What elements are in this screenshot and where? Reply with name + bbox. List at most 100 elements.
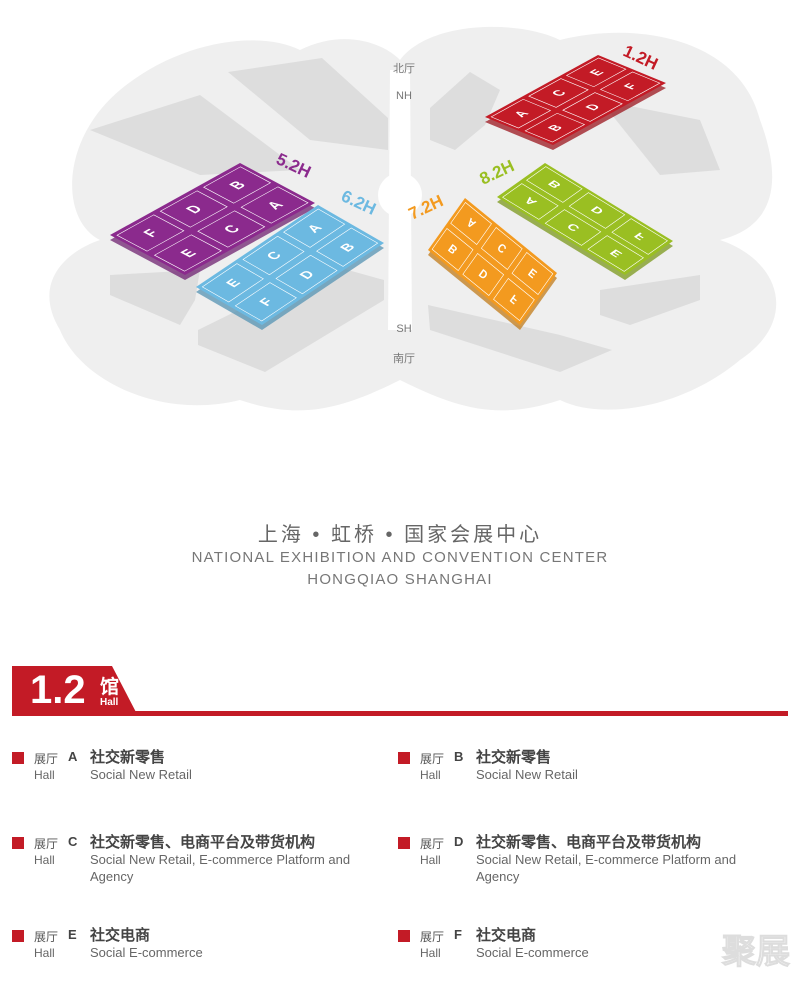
legend-item: 展厅 Hall C 社交新零售、电商平台及带货机构 Social New Ret… [12,833,382,893]
zone-category-en: Social New Retail, E-commerce Platform a… [476,852,737,884]
hall-cell[interactable] [529,79,588,108]
hall-header: 1.2 馆 Hall [12,666,788,716]
hall-floor [497,163,674,276]
hall-cell[interactable] [525,113,584,142]
hall-cell[interactable] [284,209,345,247]
hall-cell[interactable] [567,58,626,87]
legend-item: 展厅 Hall B 社交新零售 Social New Retail [398,748,768,808]
legend-item: 展厅 Hall E 社交电商 Social E-commerce [12,926,382,985]
hall-cell[interactable] [569,193,624,229]
hall-cell[interactable] [512,252,553,294]
cell-letter: D [582,102,603,112]
zone-label-en: Hall [34,853,55,867]
zone-letter: A [68,749,78,764]
zone-letter: B [454,749,464,764]
legend-item: 展厅 Hall A 社交新零售 Social New Retail [12,748,382,808]
zone-category-cn: 社交电商 [90,927,151,944]
zone-letter: D [454,834,464,849]
hall-cell[interactable] [235,283,296,321]
hall-cell[interactable] [204,167,271,203]
venue-name-en: NATIONAL EXHIBITION AND CONVENTION CENTE… [191,549,609,566]
hall-floor [428,197,557,325]
cell-letter: E [586,68,607,77]
cell-letter: B [545,123,566,133]
hall-number: 1.2 [30,668,86,712]
zone-category-en: Social New Retail [90,767,192,782]
hall-cell[interactable] [527,167,582,203]
cell-letter: F [621,82,641,91]
hall-cell[interactable] [491,99,550,128]
bullet-square [398,930,410,942]
zone-category-en: Social E-commerce [90,945,203,960]
hall-cell[interactable] [155,235,222,271]
hall-divider [112,711,788,716]
zone-label-cn: 展厅 [34,837,59,851]
hall-floor [196,204,384,325]
hall-cell[interactable] [563,93,622,122]
zone-letter: E [68,927,77,942]
hall-cell[interactable] [503,184,558,220]
zone-label-cn: 展厅 [420,930,445,944]
zone-label-en: Hall [420,853,441,867]
zone-letter: F [454,927,462,942]
north-hall-cn: 北厅 [393,62,415,75]
hall-cell[interactable] [117,215,184,251]
cell-letter: A [511,109,532,119]
zone-label-cn: 展厅 [420,752,445,766]
bullet-square [398,752,410,764]
zone-category-cn: 社交新零售 [476,749,552,766]
hall-cell[interactable] [432,228,473,270]
south-hall-cn: 南厅 [393,352,415,365]
hall-floor [485,55,667,146]
hall-cell[interactable] [241,187,308,223]
bullet-square [12,752,24,764]
zone-category-cn: 社交电商 [476,927,537,944]
south-hall-en: SH [396,323,411,335]
hall-floor [110,162,316,276]
hall-cell[interactable] [481,227,522,269]
hall-cell[interactable] [545,210,600,246]
bullet-square [12,837,24,849]
zone-letter: C [68,834,78,849]
bullet-square [12,930,24,942]
venue-map: 北厅 NH SH 南厅 ABCDEF1.2HFEDCBA5.2HEFCDAB6.… [49,26,777,411]
hall-cell[interactable] [463,253,504,295]
hall-cell[interactable] [243,236,304,274]
hall-cell[interactable] [198,211,265,247]
zone-category-en: Social E-commerce [476,945,589,960]
zone-label-cn: 展厅 [34,930,59,944]
hall-en: Hall [100,697,119,708]
hall-cell[interactable] [588,236,643,272]
zone-category-cn: 社交新零售、电商平台及带货机构 [476,834,702,851]
hall-cell[interactable] [317,228,378,266]
zone-label-cn: 展厅 [34,752,59,766]
zone-label-en: Hall [420,768,441,782]
legend-item: 展厅 Hall F 社交电商 Social E-commerce [398,926,768,985]
bullet-square [398,837,410,849]
cell-letter: C [548,88,569,98]
hall-cell[interactable] [612,219,667,255]
zone-label-en: Hall [34,946,55,960]
zone-category-cn: 社交新零售 [90,749,166,766]
hall-cn: 馆 [100,677,120,698]
zone-category-en: Social New Retail [476,767,578,782]
cell-letter: F [631,231,649,243]
hall-cell[interactable] [276,255,337,293]
hall-cell[interactable] [160,191,227,227]
hall-cell[interactable] [451,202,492,244]
watermark: 聚展 [722,933,791,972]
hall-cell[interactable] [493,278,534,320]
zone-category-cn: 社交新零售、电商平台及带货机构 [90,834,316,851]
zone-label-en: Hall [420,946,441,960]
hall-cell[interactable] [202,264,263,302]
legend-item: 展厅 Hall D 社交新零售、电商平台及带货机构 Social New Ret… [398,833,768,893]
venue-location-en: HONGQIAO SHANGHAI [307,571,493,588]
hall-cell[interactable] [601,72,660,101]
zone-label-en: Hall [34,768,55,782]
